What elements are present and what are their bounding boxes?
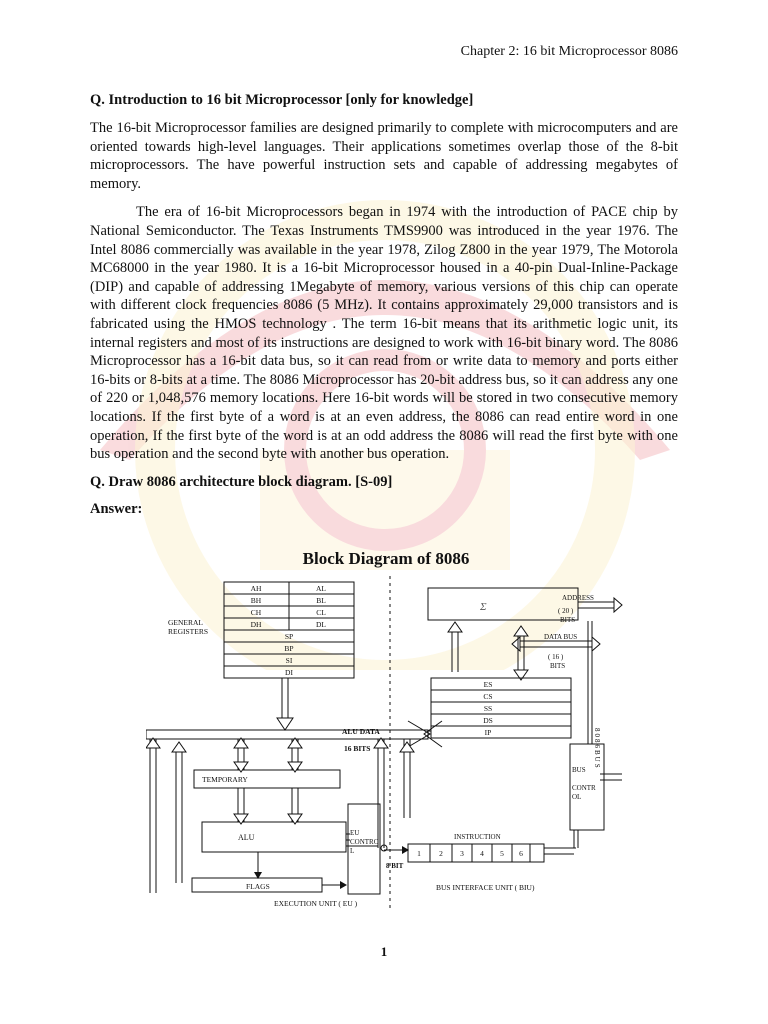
data-bus-bits-1: ( 16 ) (548, 653, 564, 661)
flags-label: FLAGS (246, 882, 270, 891)
page-number: 1 (380, 944, 388, 959)
alu-label: ALU (238, 833, 255, 842)
eu-control-label-3: L (350, 847, 354, 855)
intro-paragraph-1: The 16-bit Microprocessor families are d… (90, 120, 678, 192)
address-bits-2: BITS (560, 616, 575, 624)
reg-dl: DL (316, 620, 326, 629)
queue-cell-2: 2 (439, 849, 443, 858)
queue-cell-6: 6 (519, 849, 523, 858)
reg-dh: DH (251, 620, 262, 629)
temporary-register (193, 769, 341, 789)
queue-cell-1: 1 (417, 849, 421, 858)
reg-bh: BH (251, 596, 262, 605)
address-adder-block (427, 587, 579, 621)
eu-control-block (347, 803, 381, 895)
reg-ch: CH (251, 608, 262, 617)
alu-bits-label: 16 BITS (344, 744, 370, 753)
question-diagram-heading: Q. Draw 8086 architecture block diagram.… (90, 473, 393, 490)
biu-caption: BUS INTERFACE UNIT ( BIU) (436, 883, 535, 892)
answer-label: Answer: (90, 500, 143, 517)
eu-control-label-1: EU (350, 829, 359, 837)
block-diagram-8086: Block Diagram of 8086 AH AL BH BL CH CL … (146, 549, 623, 910)
segment-registers-block (430, 677, 572, 739)
reg-al: AL (316, 584, 326, 593)
reg-cl: CL (316, 608, 326, 617)
sigma-symbol: Σ (479, 601, 487, 613)
reg-di: DI (285, 668, 293, 677)
bus-8086-vertical-label: 8086BUS (593, 728, 601, 770)
temporary-label: TEMPORARY (202, 775, 248, 784)
alu-block (201, 821, 347, 853)
address-bits-1: ( 20 ) (558, 607, 574, 615)
address-label: ADDRESS (562, 594, 594, 602)
bus-control-label-2: CONTR (572, 784, 596, 792)
reg-ss: SS (484, 704, 492, 713)
instruction-queue (407, 843, 545, 863)
instruction-label: INSTRUCTION (454, 833, 501, 841)
reg-ah: AH (251, 584, 262, 593)
diagram-title: Block Diagram of 8086 (303, 549, 470, 568)
reg-si: SI (286, 656, 293, 665)
general-registers-label-2: REGISTERS (168, 627, 208, 636)
reg-ip: IP (485, 728, 492, 737)
bus-control-label-1: BUS (572, 766, 586, 774)
data-bus-label: DATA BUS (544, 633, 577, 641)
alu-data-bus (146, 729, 429, 740)
intro-paragraph-2: The era of 16-bit Microprocessors began … (90, 204, 678, 463)
page-content: Q. Introduction to 16 bit Microprocessor… (90, 92, 678, 524)
reg-bl: BL (316, 596, 326, 605)
reg-ds: DS (483, 716, 493, 725)
reg-sp: SP (285, 632, 293, 641)
reg-cs: CS (483, 692, 492, 701)
alu-data-label: ALU DATA (342, 727, 380, 736)
data-bus-bits-2: BITS (550, 662, 565, 670)
queue-cell-3: 3 (460, 849, 464, 858)
eu-caption: EXECUTION UNIT ( EU ) (274, 899, 358, 908)
reg-bp: BP (284, 644, 293, 653)
bus-control-label-3: OL (572, 793, 581, 801)
reg-es: ES (484, 680, 493, 689)
bus-control-block (569, 743, 605, 831)
general-registers-label-1: GENERAL (168, 618, 203, 627)
queue-cell-4: 4 (480, 849, 484, 858)
queue-cell-5: 5 (500, 849, 504, 858)
eight-bit-label: 8 BIT (386, 862, 404, 870)
eu-control-label-2: CONTRO (350, 838, 379, 846)
question-intro-heading: Q. Introduction to 16 bit Microprocessor… (90, 92, 474, 108)
chapter-header: Chapter 2: 16 bit Microprocessor 8086 (460, 44, 678, 59)
